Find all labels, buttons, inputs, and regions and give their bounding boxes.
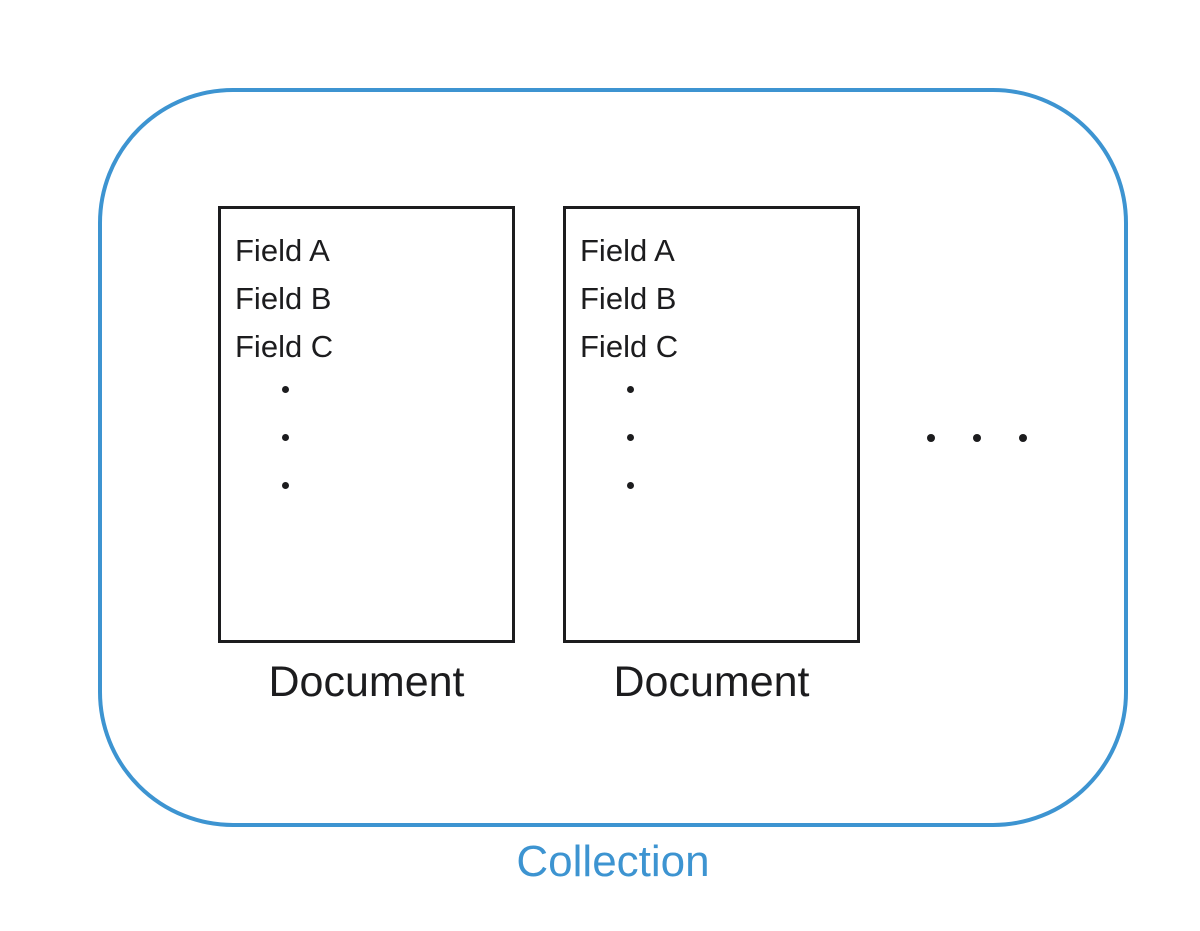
field-item: Field B [235, 281, 332, 316]
field-item: Field A [235, 233, 330, 268]
ellipsis-dot [1019, 434, 1027, 442]
collection-label: Collection [516, 837, 710, 886]
field-list: Field A Field B Field C [221, 209, 512, 371]
ellipsis-dot [927, 434, 935, 442]
ellipsis-dot [627, 434, 634, 441]
document-label: Document [613, 658, 810, 706]
ellipsis-dot [282, 386, 289, 393]
document-label: Document [268, 658, 465, 706]
more-fields-ellipsis-icon [627, 386, 634, 530]
document-box: Field A Field B Field C [563, 206, 860, 643]
ellipsis-dot [627, 482, 634, 489]
field-item: Field C [580, 329, 679, 364]
more-fields-ellipsis-icon [282, 386, 289, 530]
more-documents-ellipsis-icon [927, 434, 1027, 442]
document-box: Field A Field B Field C [218, 206, 515, 643]
ellipsis-dot [282, 434, 289, 441]
field-list: Field A Field B Field C [566, 209, 857, 371]
field-item: Field A [580, 233, 675, 268]
ellipsis-dot [973, 434, 981, 442]
field-item: Field B [580, 281, 677, 316]
collection-boundary [98, 88, 1128, 827]
field-item: Field C [235, 329, 334, 364]
ellipsis-dot [627, 386, 634, 393]
ellipsis-dot [282, 482, 289, 489]
